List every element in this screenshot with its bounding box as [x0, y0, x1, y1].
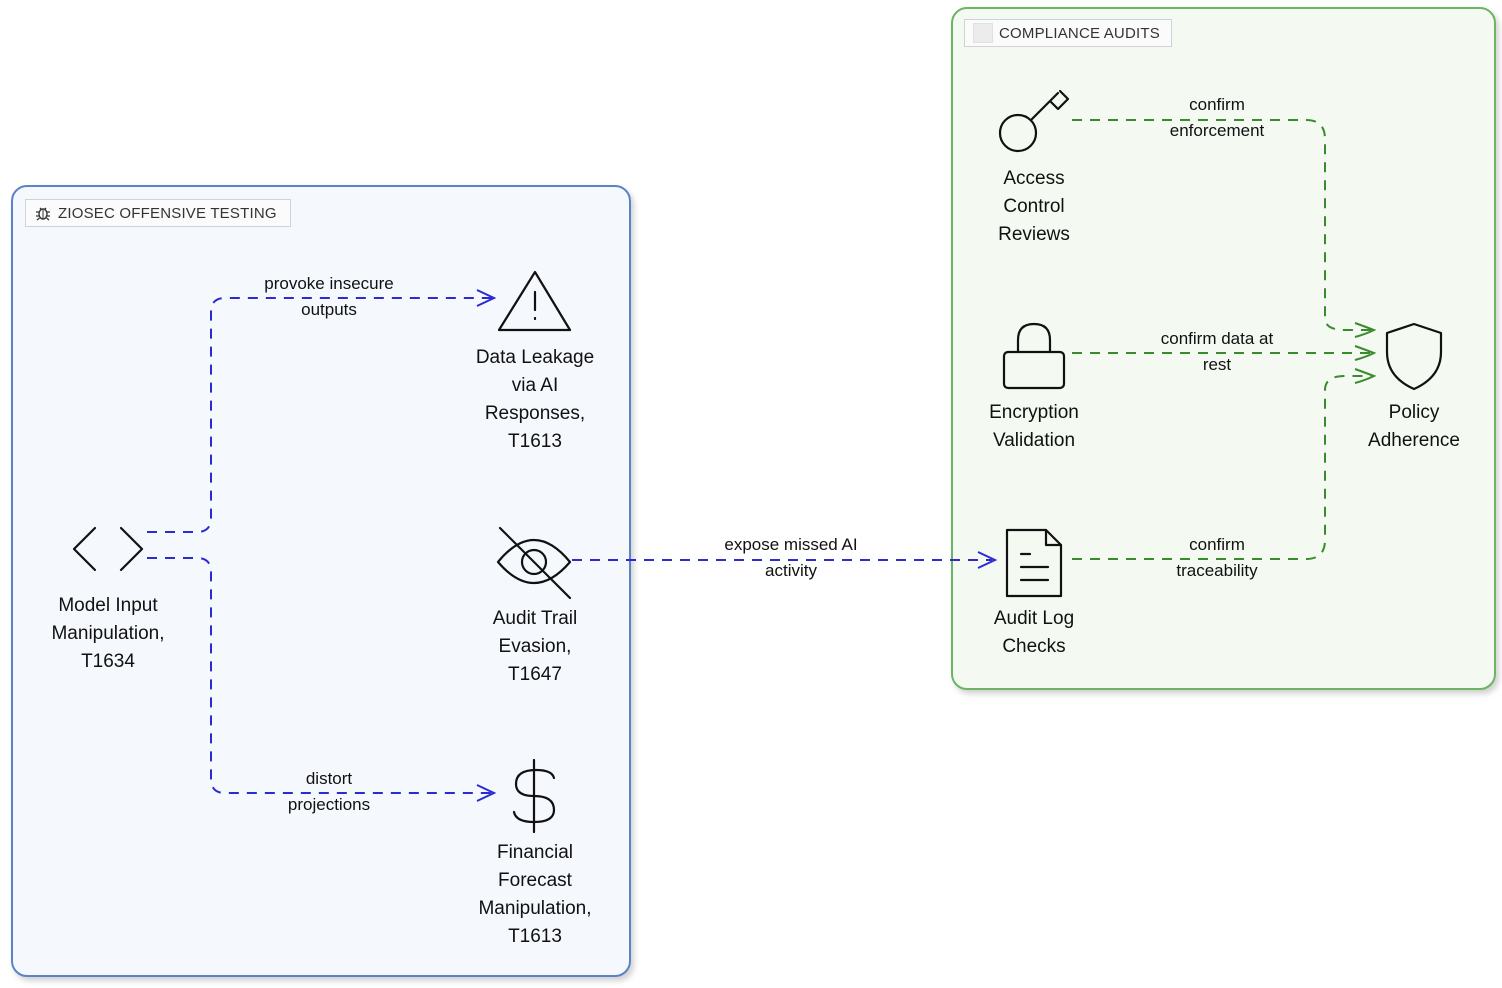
- label-line: confirm: [1189, 535, 1245, 554]
- label-line: Evasion,: [498, 636, 572, 657]
- group-title: ZIOSEC OFFENSIVE TESTING: [58, 204, 277, 222]
- edge-label-distort: distort projections: [288, 766, 370, 818]
- label-line: Adherence: [1368, 430, 1460, 451]
- edge-provoke-insecure-outputs[interactable]: [147, 297, 492, 533]
- label-line: Validation: [992, 430, 1076, 451]
- edge-label-enforcement: confirm enforcement: [1170, 92, 1265, 144]
- label-line: Reviews: [998, 224, 1070, 245]
- label-line: outputs: [301, 300, 357, 319]
- warning-triangle-icon[interactable]: [497, 270, 572, 332]
- label-line: Forecast: [498, 870, 572, 891]
- eye-off-icon[interactable]: [496, 526, 572, 600]
- arrowhead-financial: [476, 784, 497, 802]
- node-label-audit-log: Audit Log Checks: [994, 605, 1074, 661]
- dollar-icon[interactable]: [512, 758, 556, 834]
- arrowhead-policy-1: [1354, 322, 1377, 338]
- label-line: T1634: [81, 651, 135, 672]
- edge-label-provoke: provoke insecure outputs: [264, 271, 393, 323]
- group-ziosec-offensive-testing[interactable]: ZIOSEC OFFENSIVE TESTING: [11, 185, 631, 977]
- node-label-data-leakage: Data Leakage via AI Responses, T1613: [476, 344, 594, 456]
- edge-label-traceability: confirm traceability: [1176, 532, 1257, 584]
- label-line: Manipulation,: [478, 898, 592, 919]
- document-icon[interactable]: [1005, 528, 1063, 598]
- label-line: Financial: [496, 842, 574, 863]
- label-line: confirm data at: [1160, 329, 1274, 348]
- label-line: expose missed AI: [724, 535, 858, 554]
- label-line: distort: [305, 769, 353, 788]
- label-line: Encryption: [989, 402, 1079, 423]
- label-line: Access: [1003, 168, 1065, 189]
- arrowhead-policy-2: [1354, 345, 1377, 361]
- group-tag-swatch: [973, 23, 993, 43]
- label-line: Audit Trail: [492, 608, 578, 629]
- node-label-financial: Financial Forecast Manipulation, T1613: [478, 839, 591, 951]
- label-line: via AI: [511, 375, 559, 396]
- edge-confirm-traceability[interactable]: [1072, 375, 1372, 560]
- group-label-ziosec: ZIOSEC OFFENSIVE TESTING: [25, 199, 291, 227]
- label-line: activity: [765, 561, 817, 580]
- arrowhead-data-leakage: [476, 289, 497, 307]
- group-label-compliance: COMPLIANCE AUDITS: [964, 19, 1172, 47]
- code-brackets-icon[interactable]: [72, 526, 144, 572]
- edge-distort-projections[interactable]: [147, 557, 492, 794]
- label-line: projections: [287, 795, 371, 814]
- label-line: Audit Log: [993, 608, 1075, 629]
- node-label-audit-trail: Audit Trail Evasion, T1647: [493, 605, 577, 689]
- label-line: Control: [1003, 196, 1065, 217]
- group-title: COMPLIANCE AUDITS: [999, 24, 1160, 42]
- label-line: enforcement: [1169, 121, 1265, 140]
- edge-confirm-enforcement[interactable]: [1072, 119, 1372, 331]
- label-line: Model Input: [58, 595, 158, 616]
- label-line: Checks: [1002, 636, 1066, 657]
- label-line: provoke insecure: [264, 274, 394, 293]
- key-icon[interactable]: [998, 89, 1070, 153]
- shield-icon[interactable]: [1385, 322, 1443, 391]
- label-line: rest: [1202, 355, 1232, 374]
- label-line: T1613: [508, 431, 562, 452]
- node-label-access-control: Access Control Reviews: [998, 165, 1070, 249]
- arrowhead-audit-log: [977, 551, 998, 569]
- label-line: Data Leakage: [475, 347, 595, 368]
- label-line: Responses,: [484, 403, 586, 424]
- label-line: confirm: [1189, 95, 1245, 114]
- node-label-policy: Policy Adherence: [1368, 399, 1460, 455]
- label-line: Policy: [1388, 402, 1440, 423]
- label-line: Manipulation,: [51, 623, 165, 644]
- node-label-encryption: Encryption Validation: [989, 399, 1079, 455]
- lock-icon[interactable]: [1002, 322, 1066, 390]
- label-line: T1613: [508, 926, 562, 947]
- arrowhead-policy-3: [1354, 368, 1377, 384]
- bug-icon: [36, 207, 50, 221]
- label-line: T1647: [508, 664, 562, 685]
- label-line: traceability: [1176, 561, 1258, 580]
- edge-label-expose: expose missed AI activity: [724, 532, 857, 584]
- node-label-model-input: Model Input Manipulation, T1634: [51, 592, 164, 676]
- edge-label-data-at-rest: confirm data at rest: [1161, 326, 1273, 378]
